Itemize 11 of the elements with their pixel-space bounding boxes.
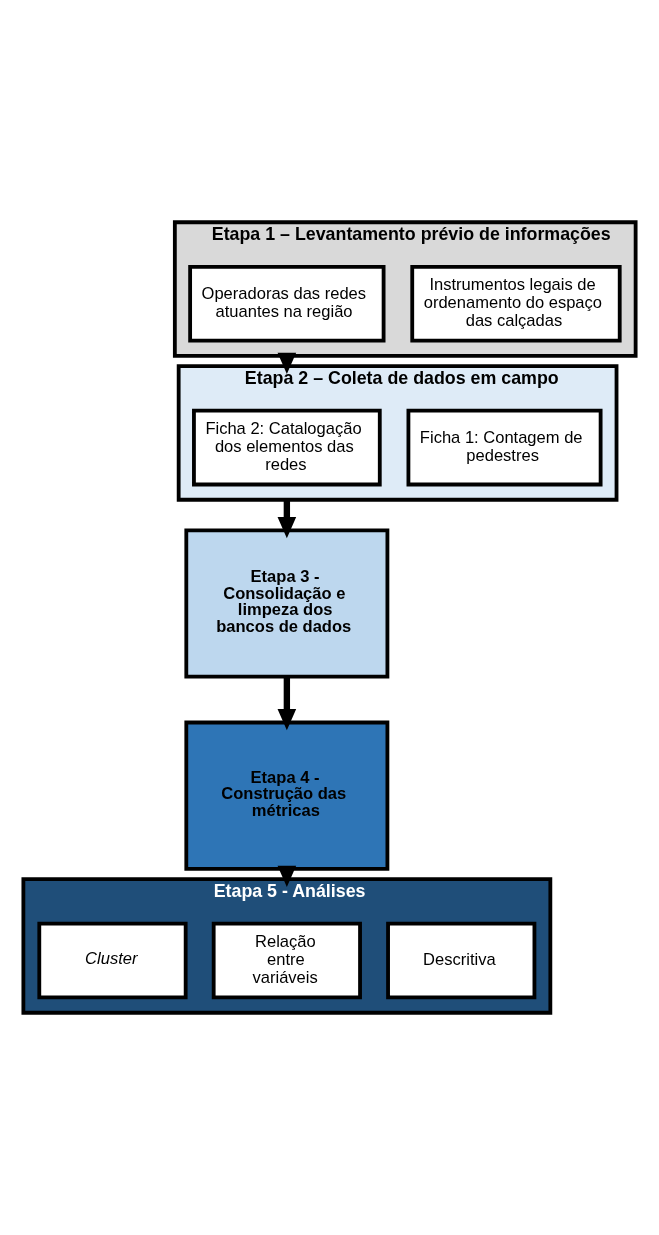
node-box: Ficha 1: Contagem de pedestres: [406, 408, 603, 487]
node-box: Ficha 2: Catalogação dos elementos das redes: [192, 408, 382, 487]
node-box: Instrumentos legais de ordenamento do espaço das calçadas: [410, 264, 622, 343]
arrow: [277, 499, 297, 539]
arrow: [277, 677, 297, 731]
node-box: Etapa 3 - Consolidação e limpeza dos bancos de dados: [184, 528, 390, 679]
node-box: Cluster: [37, 921, 188, 1000]
node-box: Operadoras das redes atuantes na região: [188, 264, 386, 343]
node-box: Relação entre variáveis: [211, 921, 362, 1000]
arrow: [277, 865, 297, 887]
node-box: Descritiva: [386, 921, 537, 1000]
